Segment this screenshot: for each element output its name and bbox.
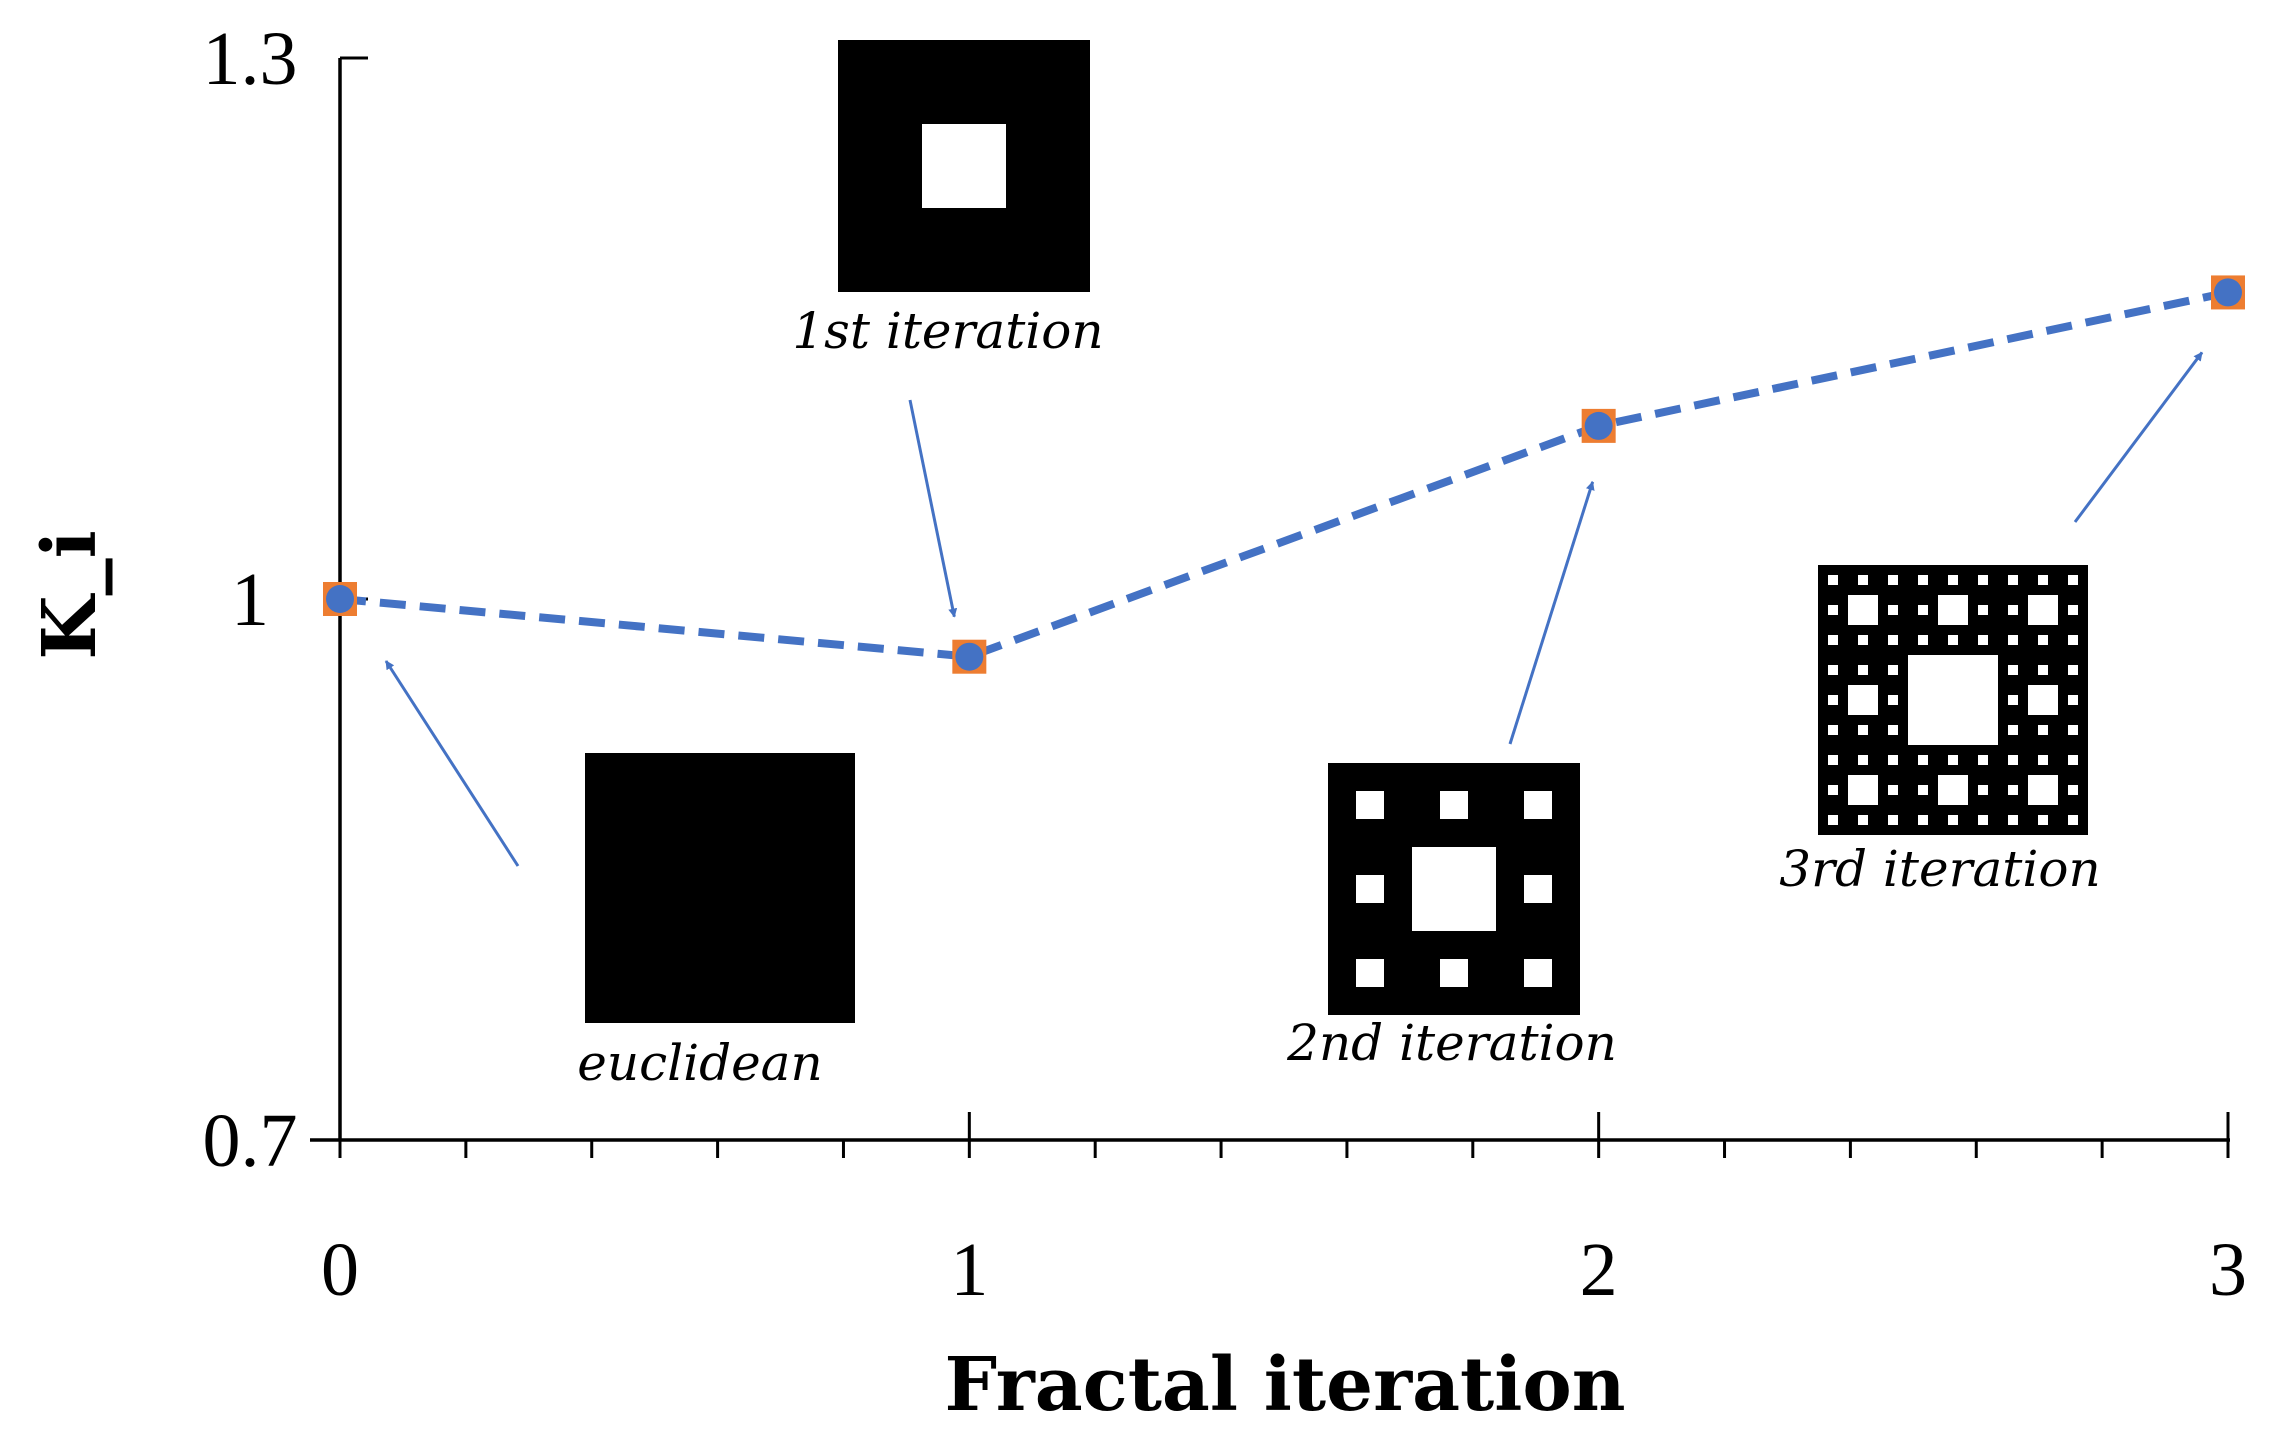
annotation-label-3rd-iteration: 3rd iteration: [1779, 840, 2100, 898]
y-tick-label-0: 0.7: [203, 1099, 298, 1183]
y-axis-title: K_i: [27, 530, 113, 659]
annotation-arrows: [384, 351, 2204, 867]
data-point-2: [1584, 411, 1613, 440]
fractal-image-3rd-iteration: [1818, 565, 2088, 835]
annotation-arrow-2nd-iteration: [1508, 481, 1595, 745]
data-point-3: [2214, 278, 2242, 307]
annotation-arrow-3rd-iteration: [2073, 351, 2204, 523]
y-tick-label-1: 1: [231, 558, 269, 642]
fractal-image-2nd-iteration: [1328, 763, 1580, 1015]
data-point-1: [955, 642, 984, 671]
series-group: [323, 275, 2245, 674]
y-tick-label-2: 1.3: [203, 17, 298, 101]
x-tick-label-3: 3: [2209, 1228, 2247, 1312]
series-line-0: [339, 288, 2229, 661]
x-axis-title: Fractal iteration: [945, 1342, 1626, 1428]
annotation-arrow-euclidean: [384, 660, 520, 867]
fractal-images: [585, 40, 2088, 1023]
x-tick-label-2: 2: [1580, 1228, 1618, 1312]
annotation-label-1st-iteration: 1st iteration: [792, 302, 1103, 360]
data-point-0: [326, 585, 354, 613]
annotation-arrow-1st-iteration: [908, 399, 958, 618]
x-ticks: 0 1 2 3: [321, 1112, 2247, 1312]
annotation-label-2nd-iteration: 2nd iteration: [1286, 1014, 1617, 1072]
annotation-label-euclidean: euclidean: [577, 1034, 822, 1092]
y-ticks: 0.7 1 1.3: [203, 17, 368, 1183]
x-tick-label-0: 0: [321, 1228, 359, 1312]
x-tick-label-1: 1: [950, 1228, 988, 1312]
x-minor-ticks: [464, 1140, 2104, 1158]
fractal-image-euclidean: [585, 753, 855, 1023]
fractal-image-1st-iteration: [838, 40, 1090, 292]
